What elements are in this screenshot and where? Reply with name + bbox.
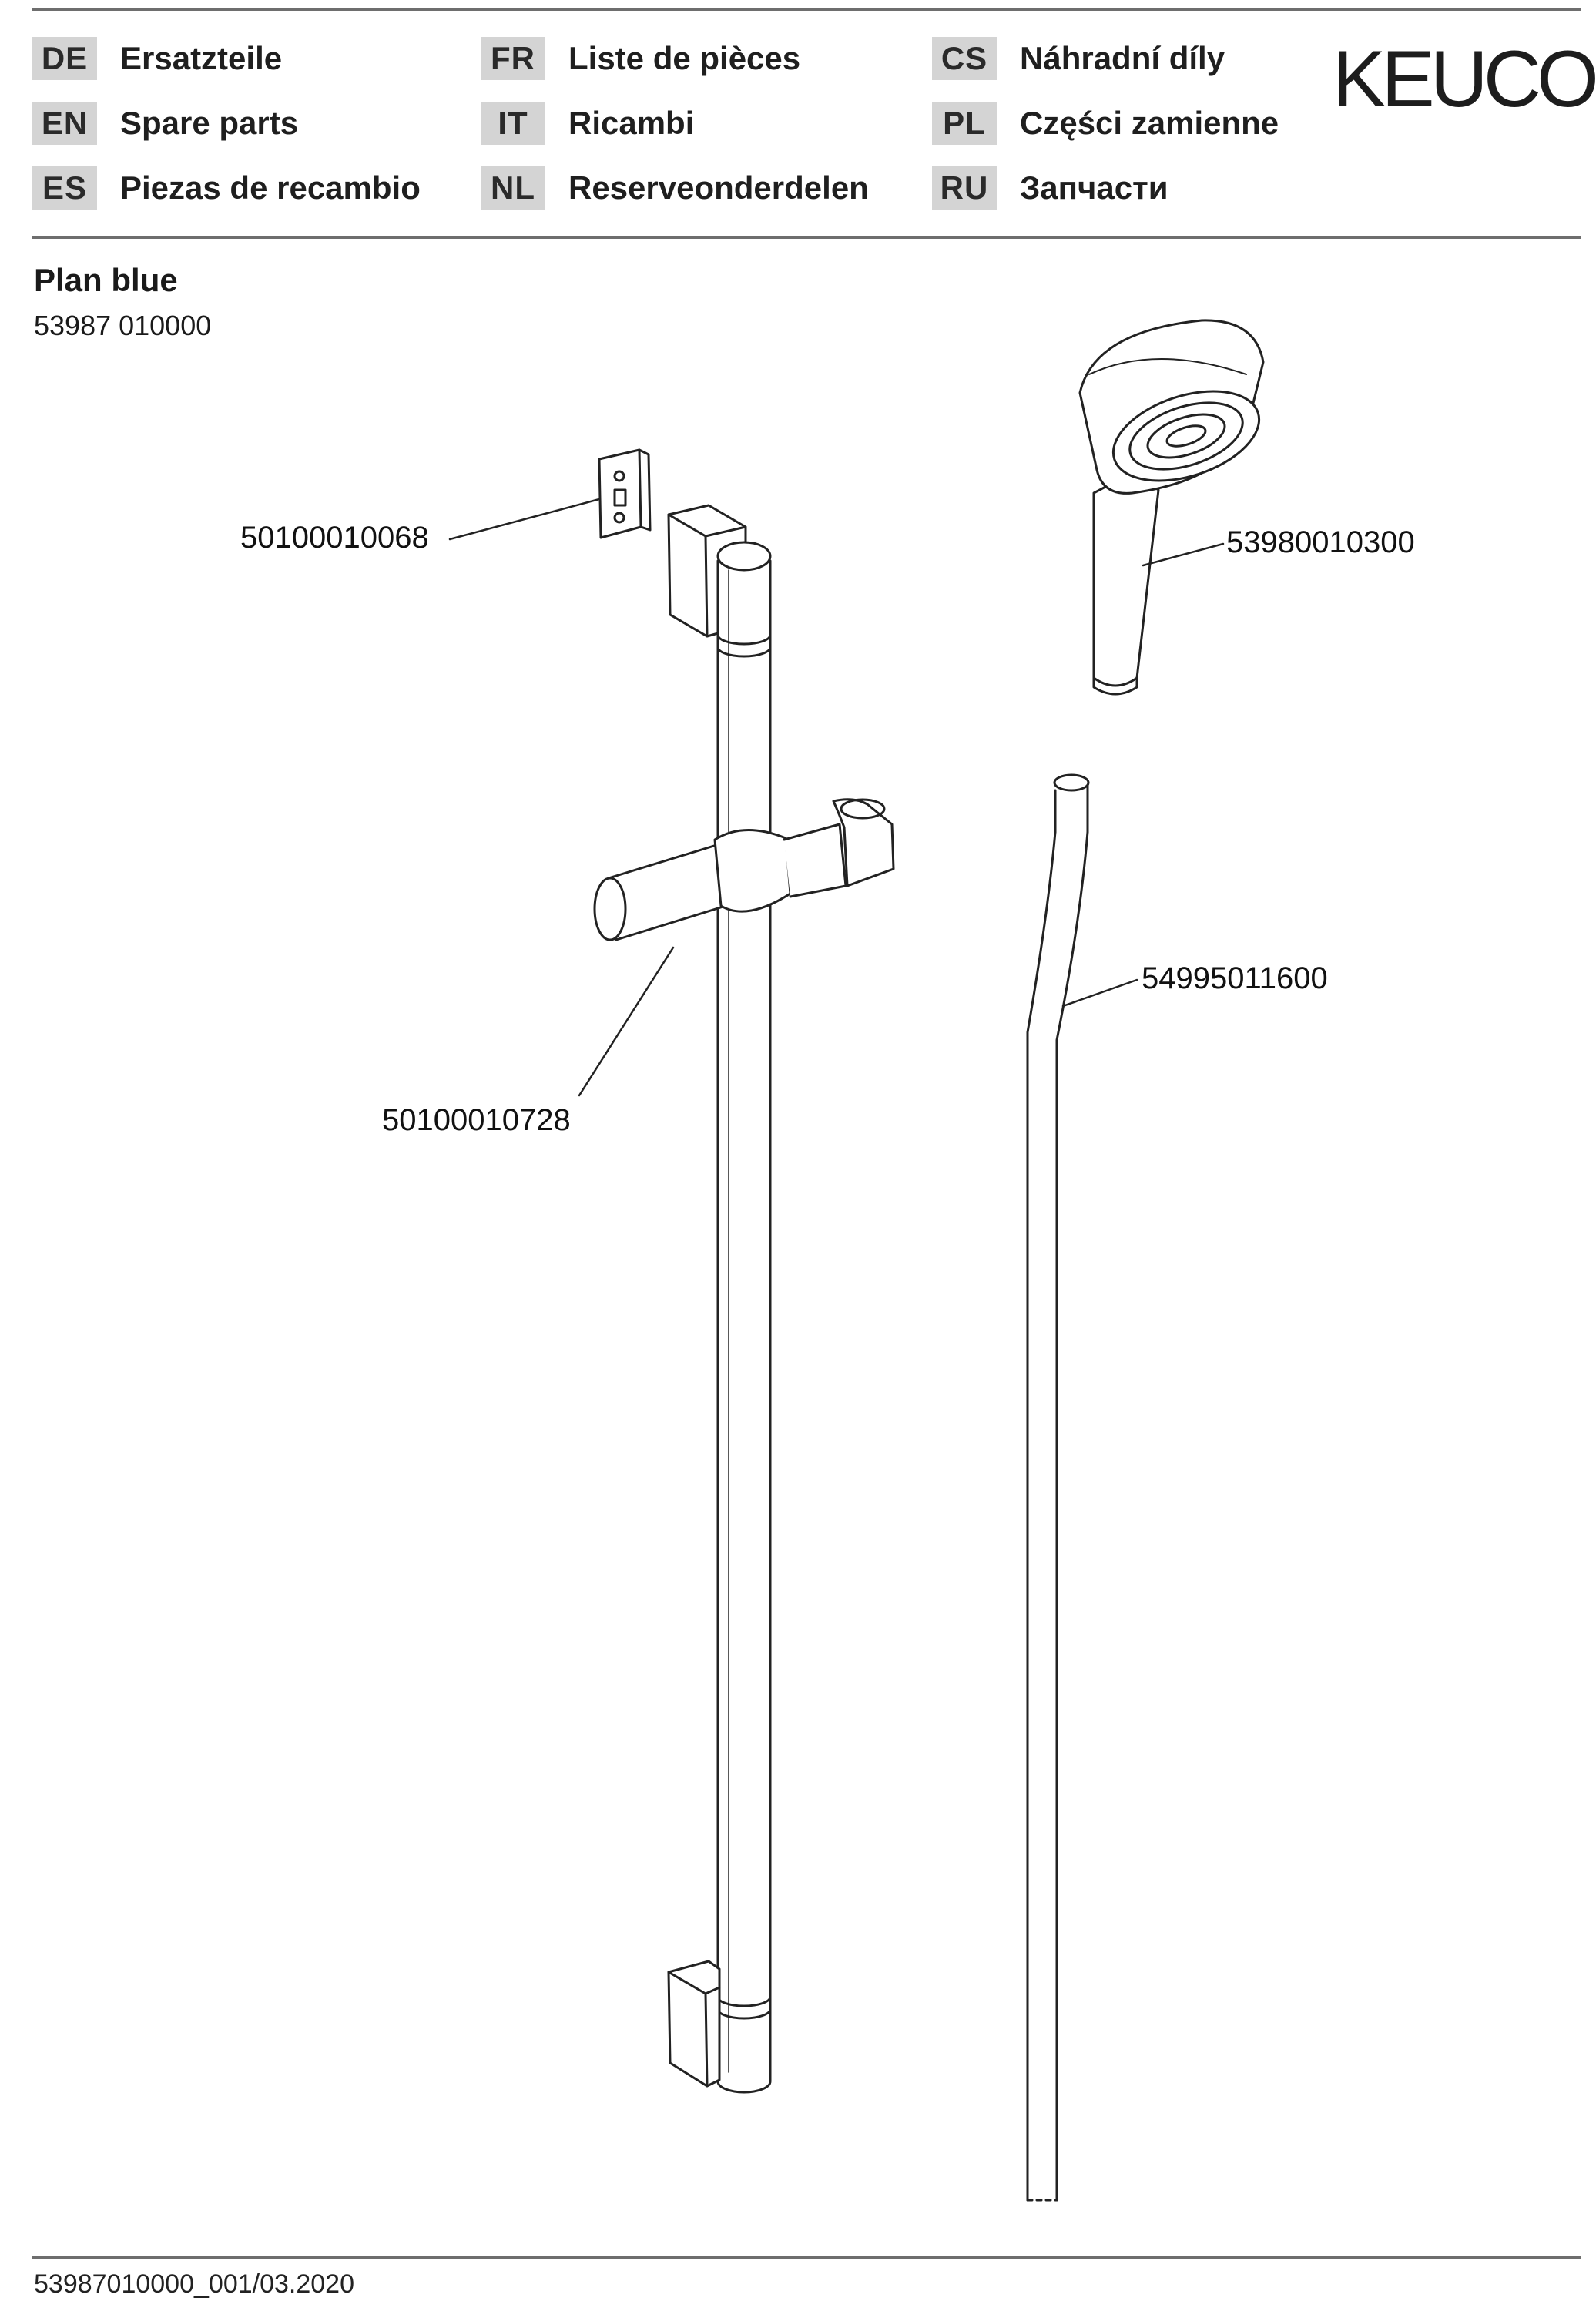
lang-row-ru: RU Запчасти — [932, 166, 1168, 210]
leader-wall-bracket — [448, 498, 601, 541]
lang-code: IT — [481, 102, 545, 145]
wall-plate — [598, 448, 652, 539]
lang-label: Piezas de recambio — [120, 169, 421, 206]
brand-logo: KEUCO — [1333, 35, 1596, 124]
part-number-hand-shower: 53980010300 — [1226, 525, 1415, 559]
part-number-slider: 50100010728 — [382, 1103, 571, 1137]
product-number: 53987 010000 — [34, 310, 212, 341]
leader-slider — [578, 946, 675, 1097]
lang-label: Reserveonderdelen — [568, 169, 869, 206]
leader-lines — [448, 498, 1225, 1097]
lang-code: CS — [932, 37, 997, 80]
lang-row-nl: NL Reserveonderdelen — [481, 166, 869, 210]
slider — [593, 798, 895, 941]
lang-label: Liste de pièces — [568, 40, 801, 76]
lang-row-pl: PL Części zamienne — [932, 102, 1279, 145]
leader-hand-shower — [1142, 542, 1225, 567]
lang-label: Części zamienne — [1020, 105, 1279, 141]
lower-bracket — [667, 1960, 721, 2088]
lang-label: Ersatzteile — [120, 40, 283, 76]
lang-label: Spare parts — [120, 105, 299, 141]
product-name: Plan blue — [34, 262, 178, 298]
lang-label: Запчасти — [1020, 169, 1168, 206]
lang-row-de: DE Ersatzteile — [32, 37, 282, 80]
lang-row-cs: CS Náhradní díly — [932, 37, 1225, 80]
footer-rule — [32, 2256, 1581, 2259]
part-number-hose: 54995011600 — [1142, 961, 1328, 995]
lang-code: PL — [932, 102, 997, 145]
leader-hose — [1061, 978, 1138, 1008]
lang-label: Ricambi — [568, 105, 695, 141]
hand-shower — [1078, 319, 1265, 696]
lang-row-es: ES Piezas de recambio — [32, 166, 421, 210]
lang-code: FR — [481, 37, 545, 80]
lang-label: Náhradní díly — [1020, 40, 1226, 76]
lang-code: RU — [932, 166, 997, 210]
document-id: 53987010000_001/03.2020 — [34, 2269, 354, 2299]
header-top-rule — [32, 8, 1581, 11]
lang-code: EN — [32, 102, 97, 145]
lang-code: ES — [32, 166, 97, 210]
shower-hose — [1026, 773, 1090, 2202]
lang-code: NL — [481, 166, 545, 210]
lang-row-fr: FR Liste de pièces — [481, 37, 800, 80]
part-number-wall-bracket: 50100010068 — [240, 521, 429, 555]
header-bottom-rule — [32, 236, 1581, 239]
lang-row-it: IT Ricambi — [481, 102, 694, 145]
lang-code: DE — [32, 37, 97, 80]
lang-row-en: EN Spare parts — [32, 102, 298, 145]
shower-rail — [716, 541, 772, 2094]
